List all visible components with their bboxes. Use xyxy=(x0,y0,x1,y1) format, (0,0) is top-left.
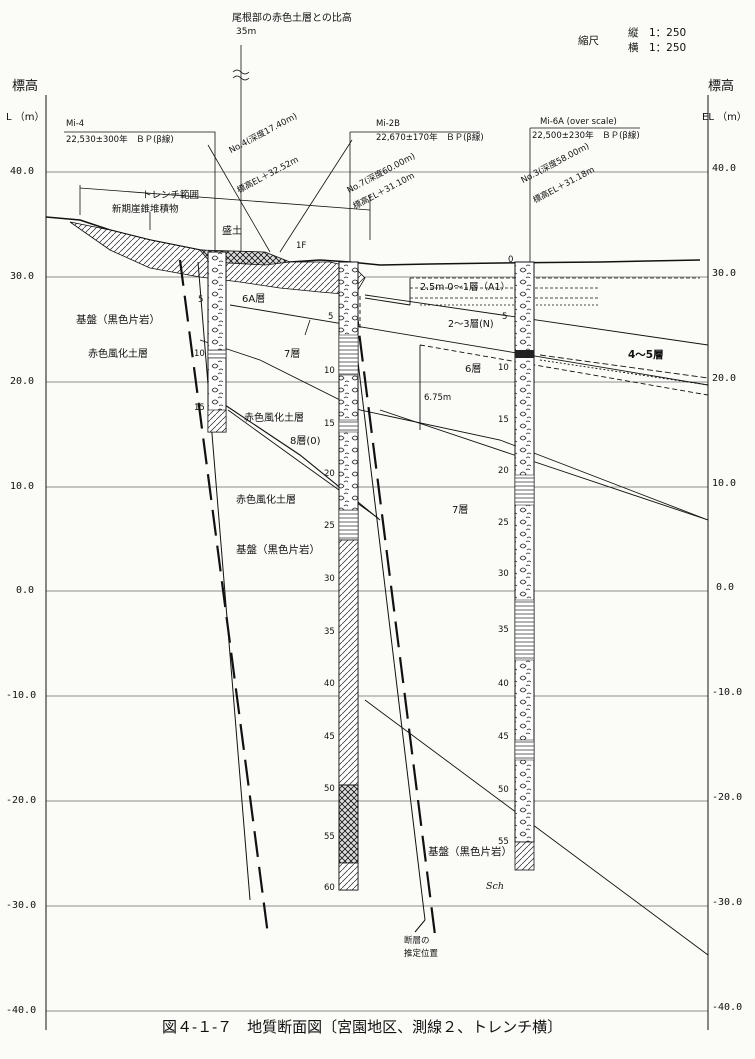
right-tick: 0.0 xyxy=(716,582,735,593)
left-tick: 30.0 xyxy=(10,271,35,282)
right-tick: 30.0 xyxy=(712,268,737,279)
fault-label-1: 断層の xyxy=(404,936,430,946)
borehole-no4 xyxy=(207,251,227,433)
layer-7-left-label: 7層 xyxy=(284,349,301,360)
no4-depth-mark: 5 xyxy=(198,295,204,305)
right-tick: -10.0 xyxy=(712,687,743,698)
left-tick: -10.0 xyxy=(6,690,37,701)
sample-mi6a-age: 22,500±230年 ＢＰ(β線) xyxy=(532,131,640,141)
sample-mi2b-name: Mi-2B xyxy=(376,119,401,129)
sch-label: Sch xyxy=(486,881,504,892)
no7-depth-mark: 35 xyxy=(324,627,335,637)
no3-depth-mark: 35 xyxy=(498,625,509,635)
layer-1f-label: 1F xyxy=(296,241,307,251)
no7-depth-mark: 45 xyxy=(324,732,335,742)
right-axis-unit: EL （m） xyxy=(702,112,747,123)
fault-label-2: 推定位置 xyxy=(404,949,439,959)
right-tick: -20.0 xyxy=(712,792,743,803)
no3-depth-mark: 55 xyxy=(498,837,509,847)
no3-depth-mark: 0 xyxy=(508,255,514,265)
fault-lines-thin xyxy=(197,261,426,933)
no3-depth-mark: 15 xyxy=(498,415,509,425)
no3-depth-mark: 20 xyxy=(498,466,509,476)
no3-depth-mark: 10 xyxy=(498,363,509,373)
no7-depth-mark: 20 xyxy=(324,469,335,479)
borehole-no3 xyxy=(514,261,535,871)
no7-depth-mark: 15 xyxy=(324,419,335,429)
ridge-note: 尾根部の赤色土層との比高 xyxy=(232,13,352,24)
no3-depth-mark: 40 xyxy=(498,679,509,689)
scale-horizontal: 横 1：250 xyxy=(628,42,687,54)
fault-lines xyxy=(178,259,437,936)
right-tick: -30.0 xyxy=(712,897,743,908)
red-weathered-label-3: 赤色風化土層 xyxy=(236,495,296,506)
scale-vertical: 縦 1：250 xyxy=(628,27,687,39)
no3-depth-mark: 5 xyxy=(502,312,508,322)
elevation-gridlines xyxy=(46,171,708,1012)
sample-mi2b-age: 22,670±170年 ＢＰ(β線) xyxy=(376,133,484,143)
red-weathered-label-1: 赤色風化土層 xyxy=(88,349,148,360)
ridge-arrow xyxy=(232,45,250,255)
borehole-no7 xyxy=(338,261,359,891)
right-tick: 40.0 xyxy=(712,163,737,174)
red-weathered-label-2: 赤色風化土層 xyxy=(244,413,304,424)
left-tick: 10.0 xyxy=(10,481,35,492)
left-tick: 20.0 xyxy=(10,376,35,387)
left-tick: -30.0 xyxy=(6,900,37,911)
bedrock-mid-label: 基盤（黒色片岩） xyxy=(236,544,320,556)
right-tick: 20.0 xyxy=(712,373,737,384)
layer-8-label: 8層(0) xyxy=(290,436,321,447)
left-axis-unit: L （m） xyxy=(6,112,45,123)
left-tick: 0.0 xyxy=(16,585,35,596)
shallow-layers xyxy=(410,277,700,306)
figure-caption: 図４-１-７ 地質断面図〔宮園地区、測線２、トレンチ横〕 xyxy=(162,1018,563,1036)
layer-2-3-label: 2～3層(N) xyxy=(448,319,494,330)
trench-range-label: トレンチ範囲 xyxy=(142,190,200,201)
label-leaders xyxy=(64,127,640,336)
right-axis-title: 標高 xyxy=(708,79,735,94)
sample-mi4-name: Mi-4 xyxy=(66,119,85,129)
no3-depth-mark: 45 xyxy=(498,732,509,742)
no3-depth-mark: 50 xyxy=(498,785,509,795)
layer-6-label: 6層 xyxy=(465,364,482,375)
left-tick: -20.0 xyxy=(6,795,37,806)
scale-label: 縮尺 xyxy=(578,35,599,47)
fill-label: 盛土 xyxy=(222,226,242,237)
no7-depth-mark: 55 xyxy=(324,832,335,842)
sample-mi6a-name: Mi-6A (over scale) xyxy=(540,117,617,127)
no7-depth-mark: 30 xyxy=(324,574,335,584)
ridge-value: 35m xyxy=(236,27,257,37)
bedrock-left-label: 基盤（黒色片岩） xyxy=(76,314,160,326)
new-deposit-label: 新期崖錐堆積物 xyxy=(112,204,179,215)
layer-0-1-label: 2.5m 0～1層（A1） xyxy=(420,282,511,293)
no7-depth-mark: 60 xyxy=(324,883,335,893)
layer-7-right-label: 7層 xyxy=(452,505,469,516)
left-tick: -40.0 xyxy=(6,1005,37,1016)
no7-depth-mark: 5 xyxy=(328,312,334,322)
no7-depth-mark: 40 xyxy=(324,679,335,689)
sample-mi4-age: 22,530±300年 ＢＰ(β線) xyxy=(66,135,174,145)
no3-depth-mark: 25 xyxy=(498,518,509,528)
no7-depth-mark: 50 xyxy=(324,784,335,794)
no7-depth-mark: 25 xyxy=(324,521,335,531)
layer-4-5-label: 4～5層 xyxy=(628,349,664,361)
no3-depth-mark: 30 xyxy=(498,569,509,579)
no4-depth-mark: 10 xyxy=(194,349,205,359)
no7-depth-mark: 10 xyxy=(324,366,335,376)
bedrock-right-label: 基盤（黒色片岩） xyxy=(428,846,512,858)
left-axis-title: 標高 xyxy=(12,79,39,94)
layer-6a-label: 6A層 xyxy=(242,294,266,305)
no4-depth-mark: 15 xyxy=(194,403,205,413)
right-tick: -40.0 xyxy=(712,1002,743,1013)
left-tick: 40.0 xyxy=(10,166,35,177)
right-tick: 10.0 xyxy=(712,478,737,489)
distance-6-75-label: 6.75m xyxy=(424,393,452,403)
